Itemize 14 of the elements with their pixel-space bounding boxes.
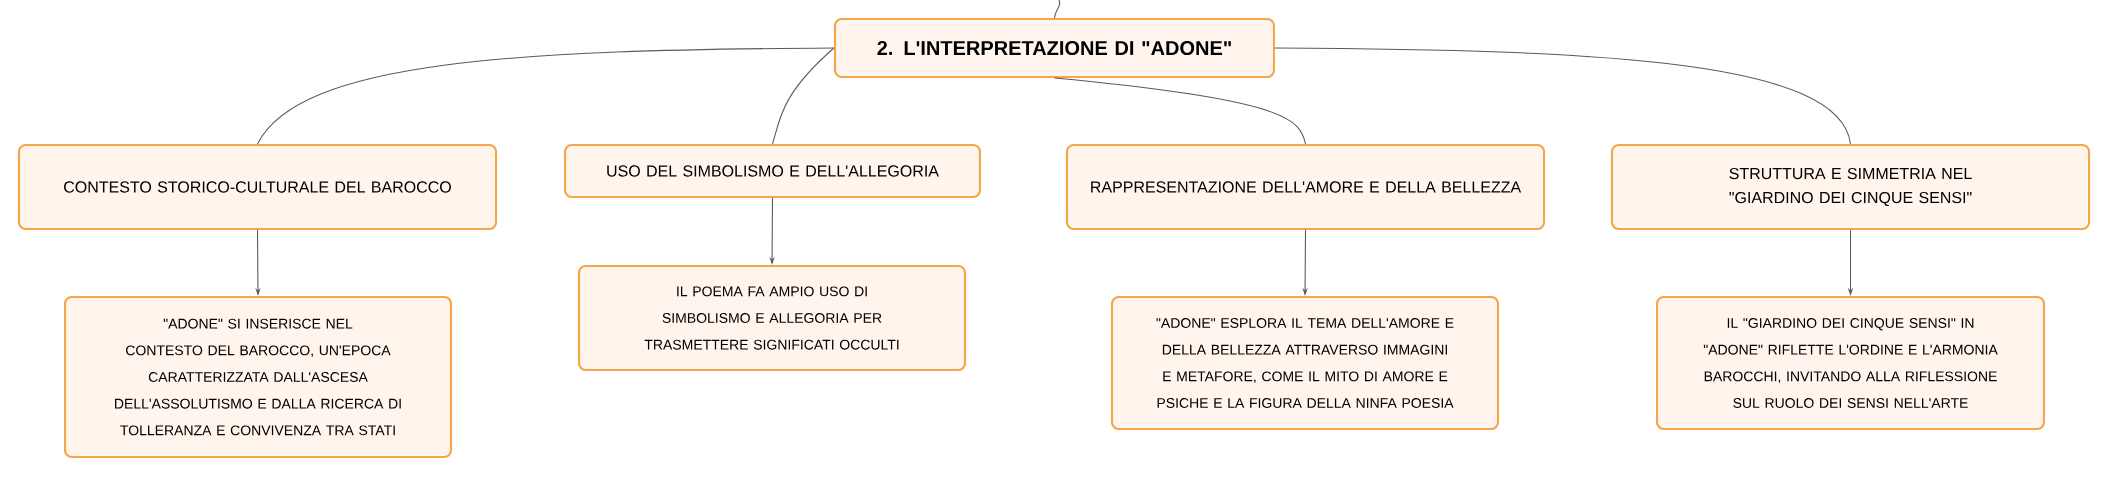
description-box: IL POEMA FA AMPIO USO DI SIMBOLISMO E ALLEGORIA PER TRASMETTERE SIGNIFICATI OCCULTI — [577, 264, 967, 372]
description-box: IL "GIARDINO DEI CINQUE SENSI" IN "ADONE" RIFLETTE L'ORDINE E L'ARMONIA BAROCCHI, INVITANDO ALLA RIFLESSIONE SUL RUOLO DEI SENSI NELL'ARTE — [1656, 295, 2046, 431]
description-box: "ADONE" ESPLORA IL TEMA DELL'AMORE E DELLA BELLEZZA ATTRAVERSO IMMAGINI E METAFORE, COME IL MITO DI AMORE E PSICHE E LA FIGURA DELLA NINFA POESIA — [1110, 295, 1500, 431]
topic-box: 2. L'INTERPRETAZIONE DI "ADONE" — [833, 17, 1276, 79]
subtopic-box: CONTESTO STORICO-CULTURALE DEL BAROCCO — [17, 143, 498, 231]
connector — [1053, 77, 1307, 145]
connector — [1053, 0, 1061, 19]
subtopic-box: RAPPRESENTAZIONE DELL'AMORE E DELLA BELLEZZA — [1065, 143, 1546, 231]
subtopic-box: STRUTTURA E SIMMETRIA NEL "GIARDINO DEI CINQUE SENSI" — [1610, 143, 2091, 231]
connector — [771, 47, 835, 145]
connector — [256, 47, 835, 145]
subtopic-box: USO DEL SIMBOLISMO E DELL'ALLEGORIA — [563, 143, 982, 199]
description-box: "ADONE" SI INSERISCE NEL CONTESTO DEL BAROCCO, UN'EPOCA CARATTERIZZATA DALL'ASCESA DELL'ASSOLUTISMO E DALLA RICERCA DI TOLLERANZA E CONVIVENZA TRA STATI — [63, 295, 453, 459]
connector — [1274, 47, 1852, 145]
